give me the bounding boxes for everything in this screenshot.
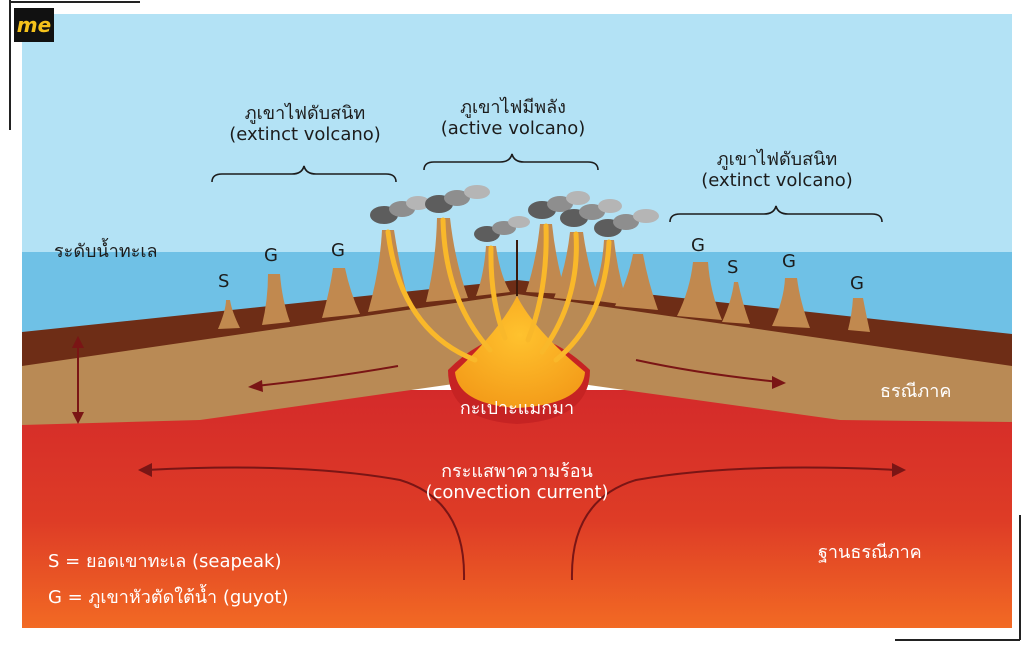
- plate-arrow-right: [635, 359, 786, 389]
- guyot-right-1: [677, 262, 722, 320]
- bracket-extinct-right: [669, 205, 883, 223]
- label-extinct-left: ภูเขาไฟดับสนิท (extinct volcano): [212, 103, 398, 145]
- guyot-right-2: [772, 278, 810, 328]
- guyot-right-3: [848, 298, 870, 332]
- label-sea-level: ระดับน้ำทะเล: [54, 241, 158, 262]
- seapeak-right: [722, 282, 750, 324]
- label-extinct-left-english: (extinct volcano): [229, 123, 381, 145]
- legend-seapeak: S = ยอดเขาทะเล (seapeak): [48, 551, 282, 572]
- thickness-arrow: [72, 336, 84, 424]
- bracket-active: [423, 153, 599, 171]
- crust-upper-layer: [22, 280, 1012, 366]
- magma-conduits: [385, 217, 612, 363]
- mark-left-3: G: [331, 240, 345, 261]
- mark-right-3: G: [782, 251, 796, 272]
- convection-arrowhead-right: [892, 463, 906, 477]
- volcano-1: [368, 230, 410, 312]
- legend-guyot: G = ภูเขาหัวตัดใต้น้ำ (guyot): [48, 587, 289, 608]
- mark-left-1: S: [218, 271, 230, 292]
- label-plate: ธรณีภาค: [880, 381, 952, 402]
- label-active: ภูเขาไฟมีพลัง (active volcano): [418, 97, 608, 139]
- plate-arrow-left: [248, 365, 399, 392]
- convection-arrows: [145, 466, 899, 581]
- logo-text: me: [16, 13, 52, 37]
- label-extinct-right: ภูเขาไฟดับสนิท (extinct volcano): [682, 149, 872, 191]
- label-magma-chamber: กะเปาะแมกมา: [459, 398, 575, 419]
- magma-chamber: [455, 296, 585, 408]
- label-convection: กระแสพาความร้อน (convection current): [392, 461, 642, 503]
- mark-right-2: S: [727, 257, 739, 278]
- label-extinct-right-english: (extinct volcano): [701, 169, 853, 191]
- guyot-left-1: [262, 274, 290, 325]
- seapeak-left: [218, 300, 240, 329]
- mark-right-1: G: [691, 235, 705, 256]
- brand-logo: me: [14, 8, 54, 42]
- volcano-7: [615, 254, 658, 310]
- mantle: [22, 390, 1012, 628]
- mark-left-2: G: [264, 245, 278, 266]
- label-asthenosphere: ฐานธรณีภาค: [818, 542, 922, 563]
- mark-right-4: G: [850, 273, 864, 294]
- guyot-left-2: [322, 268, 360, 318]
- label-active-english: (active volcano): [440, 117, 586, 139]
- label-convection-english: (convection current): [425, 481, 609, 503]
- label-active-thai: ภูเขาไฟมีพลัง: [460, 97, 566, 118]
- convection-arrowhead-left: [138, 463, 152, 477]
- bracket-extinct-left: [211, 165, 397, 183]
- smoke-plumes: [370, 185, 659, 242]
- label-convection-thai: กระแสพาความร้อน: [441, 461, 593, 482]
- label-extinct-right-thai: ภูเขาไฟดับสนิท: [716, 149, 838, 170]
- label-extinct-left-thai: ภูเขาไฟดับสนิท: [244, 103, 366, 124]
